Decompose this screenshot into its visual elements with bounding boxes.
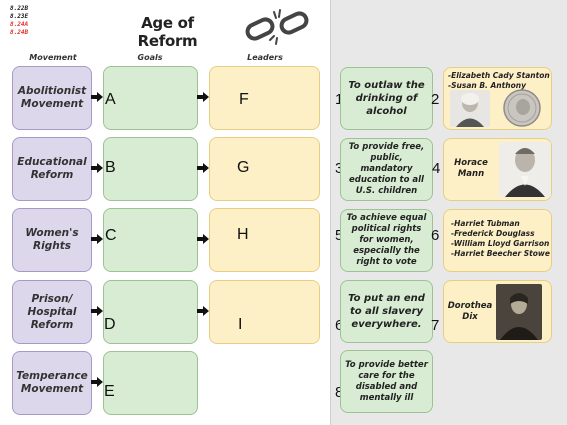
- portrait-photo-stanton: [450, 90, 490, 127]
- goal-letter: B: [105, 159, 116, 176]
- goal-card[interactable]: To provide free, public, mandatory educa…: [340, 138, 433, 201]
- goal-drop-zone[interactable]: [103, 280, 198, 344]
- leader-name: Dorothea Dix: [447, 301, 493, 322]
- leader-card[interactable]: -Harriet Tubman -Frederick Douglass -Wil…: [443, 209, 552, 272]
- leader-card[interactable]: Horace Mann: [443, 138, 552, 201]
- header-goals: Goals: [137, 53, 163, 62]
- standard-code: 8.24B: [10, 29, 29, 36]
- leader-name: -Susan B. Anthony: [448, 81, 526, 90]
- leader-name: -Harriet Beecher Stowe: [451, 249, 550, 258]
- coin-anthony: [503, 89, 541, 127]
- arrow-right-icon: [197, 92, 209, 102]
- arrow-right-icon: [91, 163, 103, 173]
- leader-drop-zone[interactable]: [209, 66, 320, 130]
- broken-chain-icon: [245, 9, 309, 45]
- goal-drop-zone[interactable]: [103, 66, 198, 130]
- header-leaders: Leaders: [247, 53, 283, 62]
- card-number: 1: [335, 91, 343, 108]
- leader-letter: F: [239, 91, 249, 108]
- portrait-photo-dix: [496, 284, 542, 340]
- arrow-right-icon: [91, 377, 103, 387]
- leader-name: -Harriet Tubman: [451, 219, 520, 228]
- arrow-right-icon: [197, 234, 209, 244]
- goal-card[interactable]: To provide better care for the disabled …: [340, 350, 433, 413]
- movement-prison-hospital: Prison/ Hospital Reform: [12, 280, 92, 344]
- leader-name: Horace Mann: [454, 158, 488, 179]
- leader-letter: I: [238, 316, 243, 333]
- standard-code: 8.23E: [10, 13, 29, 20]
- leader-drop-zone[interactable]: [209, 280, 320, 344]
- goal-letter: D: [104, 316, 116, 333]
- header-movement: Movement: [29, 53, 77, 62]
- movement-abolitionist: Abolitionist Movement: [12, 66, 92, 130]
- arrow-right-icon: [91, 234, 103, 244]
- leader-card[interactable]: -Elizabeth Cady Stanton -Susan B. Anthon…: [443, 67, 552, 130]
- standard-code: 8.22B: [10, 5, 29, 12]
- goal-drop-zone[interactable]: [103, 351, 198, 415]
- leader-name: -William Lloyd Garrison: [451, 239, 550, 248]
- leader-names: -Harriet Tubman -Frederick Douglass -Wil…: [451, 219, 550, 259]
- leader-names: -Elizabeth Cady Stanton -Susan B. Anthon…: [448, 71, 550, 91]
- arrow-right-icon: [91, 306, 103, 316]
- standards-codes: 8.22B 8.23E 8.24A 8.24B: [10, 5, 28, 37]
- card-number: 6: [431, 227, 440, 244]
- card-number: 2: [431, 91, 440, 108]
- card-number: 7: [431, 317, 440, 334]
- movement-womens-rights: Women's Rights: [12, 208, 92, 272]
- arrow-right-icon: [197, 306, 209, 316]
- page-title: Age of Reform: [137, 14, 198, 50]
- leader-name: -Elizabeth Cady Stanton: [448, 71, 550, 80]
- card-number: 8: [335, 384, 343, 401]
- goal-card[interactable]: To achieve equal political rights for wo…: [340, 209, 433, 272]
- worksheet: 8.22B 8.23E 8.24A 8.24B Age of Reform Mo…: [0, 0, 331, 425]
- leader-drop-zone[interactable]: [209, 137, 320, 201]
- arrow-right-icon: [197, 163, 209, 173]
- goal-card[interactable]: To outlaw the drinking of alcohol: [340, 67, 433, 130]
- leader-drop-zone[interactable]: [209, 208, 320, 272]
- movement-educational: Educational Reform: [12, 137, 92, 201]
- leader-card[interactable]: Dorothea Dix: [443, 280, 552, 343]
- goal-drop-zone[interactable]: [103, 137, 198, 201]
- card-number: 3: [335, 160, 343, 177]
- leader-name: -Frederick Douglass: [451, 229, 535, 238]
- leader-letter: G: [237, 159, 250, 176]
- card-number: 5: [335, 227, 343, 244]
- card-number: 4: [432, 160, 441, 177]
- goal-letter: C: [105, 227, 117, 244]
- card-number: 6: [335, 317, 343, 334]
- arrow-right-icon: [91, 92, 103, 102]
- goal-letter: A: [105, 91, 116, 108]
- goal-card[interactable]: To put an end to all slavery everywhere.: [340, 280, 433, 343]
- leader-letter: H: [237, 226, 249, 243]
- movement-temperance: Temperance Movement: [12, 351, 92, 415]
- portrait-photo-mann: [499, 142, 551, 197]
- goal-drop-zone[interactable]: [103, 208, 198, 272]
- goal-letter: E: [104, 383, 115, 400]
- standard-code: 8.24A: [10, 21, 29, 28]
